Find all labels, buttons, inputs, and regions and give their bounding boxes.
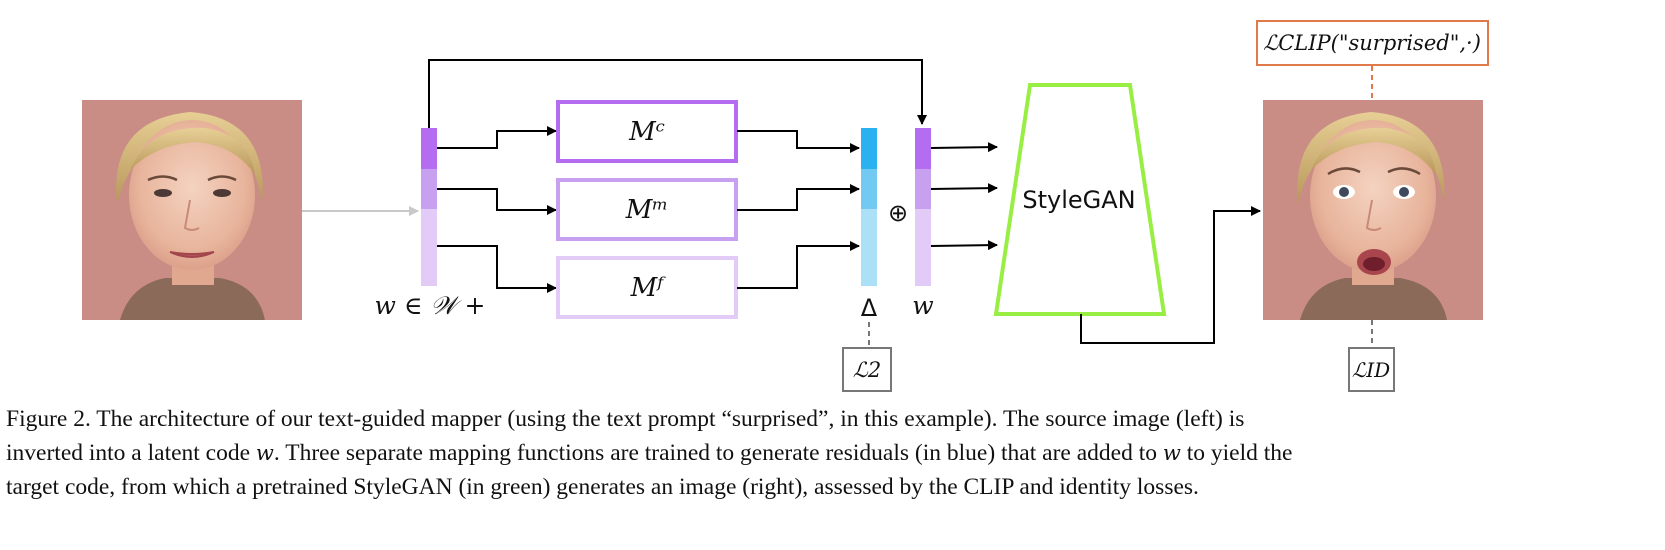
latent-space-label: w ∈ 𝒲 + <box>375 291 486 320</box>
stylegan-generator: StyleGAN <box>993 83 1167 316</box>
l2-loss-label: ℒ2 <box>853 358 882 382</box>
clip-loss-label: ℒCLIP("surprised",·) <box>1263 31 1481 55</box>
latent-w-bar <box>915 128 931 286</box>
stylegan-label: StyleGAN <box>1022 186 1135 214</box>
architecture-diagram: w ∈ 𝒲 + Mᶜ Mᵐ Mᶠ Δ ⊕ w StyleGAN <box>82 20 1489 392</box>
clip-loss-box: ℒCLIP("surprised",·) <box>1256 20 1489 66</box>
caption-line-2-part-c: to yield the <box>1180 440 1293 466</box>
id-loss-box: ℒID <box>1348 347 1395 392</box>
mapper-fine-label: Mᶠ <box>630 273 667 303</box>
w-label: w <box>912 291 933 320</box>
delta-residual-bar <box>861 128 877 286</box>
caption-line-2: inverted into a latent code w. Three sep… <box>6 436 1658 470</box>
caption-line-2-part-a: inverted into a latent code <box>6 440 256 466</box>
delta-label: Δ <box>861 294 878 322</box>
caption-line-1: Figure 2. The architecture of our text-g… <box>6 406 1245 432</box>
id-loss-label: ℒID <box>1352 358 1390 382</box>
mapper-medium: Mᵐ <box>556 178 738 241</box>
l2-loss-box: ℒ2 <box>842 347 892 392</box>
mapper-coarse-label: Mᶜ <box>628 117 665 147</box>
latent-w-plus-bar <box>421 128 437 286</box>
figure-caption: Figure 2. The architecture of our text-g… <box>6 402 1658 504</box>
mapper-coarse: Mᶜ <box>556 100 738 163</box>
caption-w-symbol-2: w <box>1162 441 1181 465</box>
source-face-image <box>82 100 302 320</box>
mapper-fine: Mᶠ <box>556 256 738 319</box>
caption-w-symbol: w <box>255 441 274 465</box>
caption-line-3: target code, from which a pretrained Sty… <box>6 474 1199 500</box>
surprised-face-image <box>1263 100 1483 320</box>
oplus-symbol: ⊕ <box>888 199 908 227</box>
mapper-medium-label: Mᵐ <box>625 195 669 225</box>
caption-line-2-part-b: . Three separate mapping functions are t… <box>273 440 1163 466</box>
